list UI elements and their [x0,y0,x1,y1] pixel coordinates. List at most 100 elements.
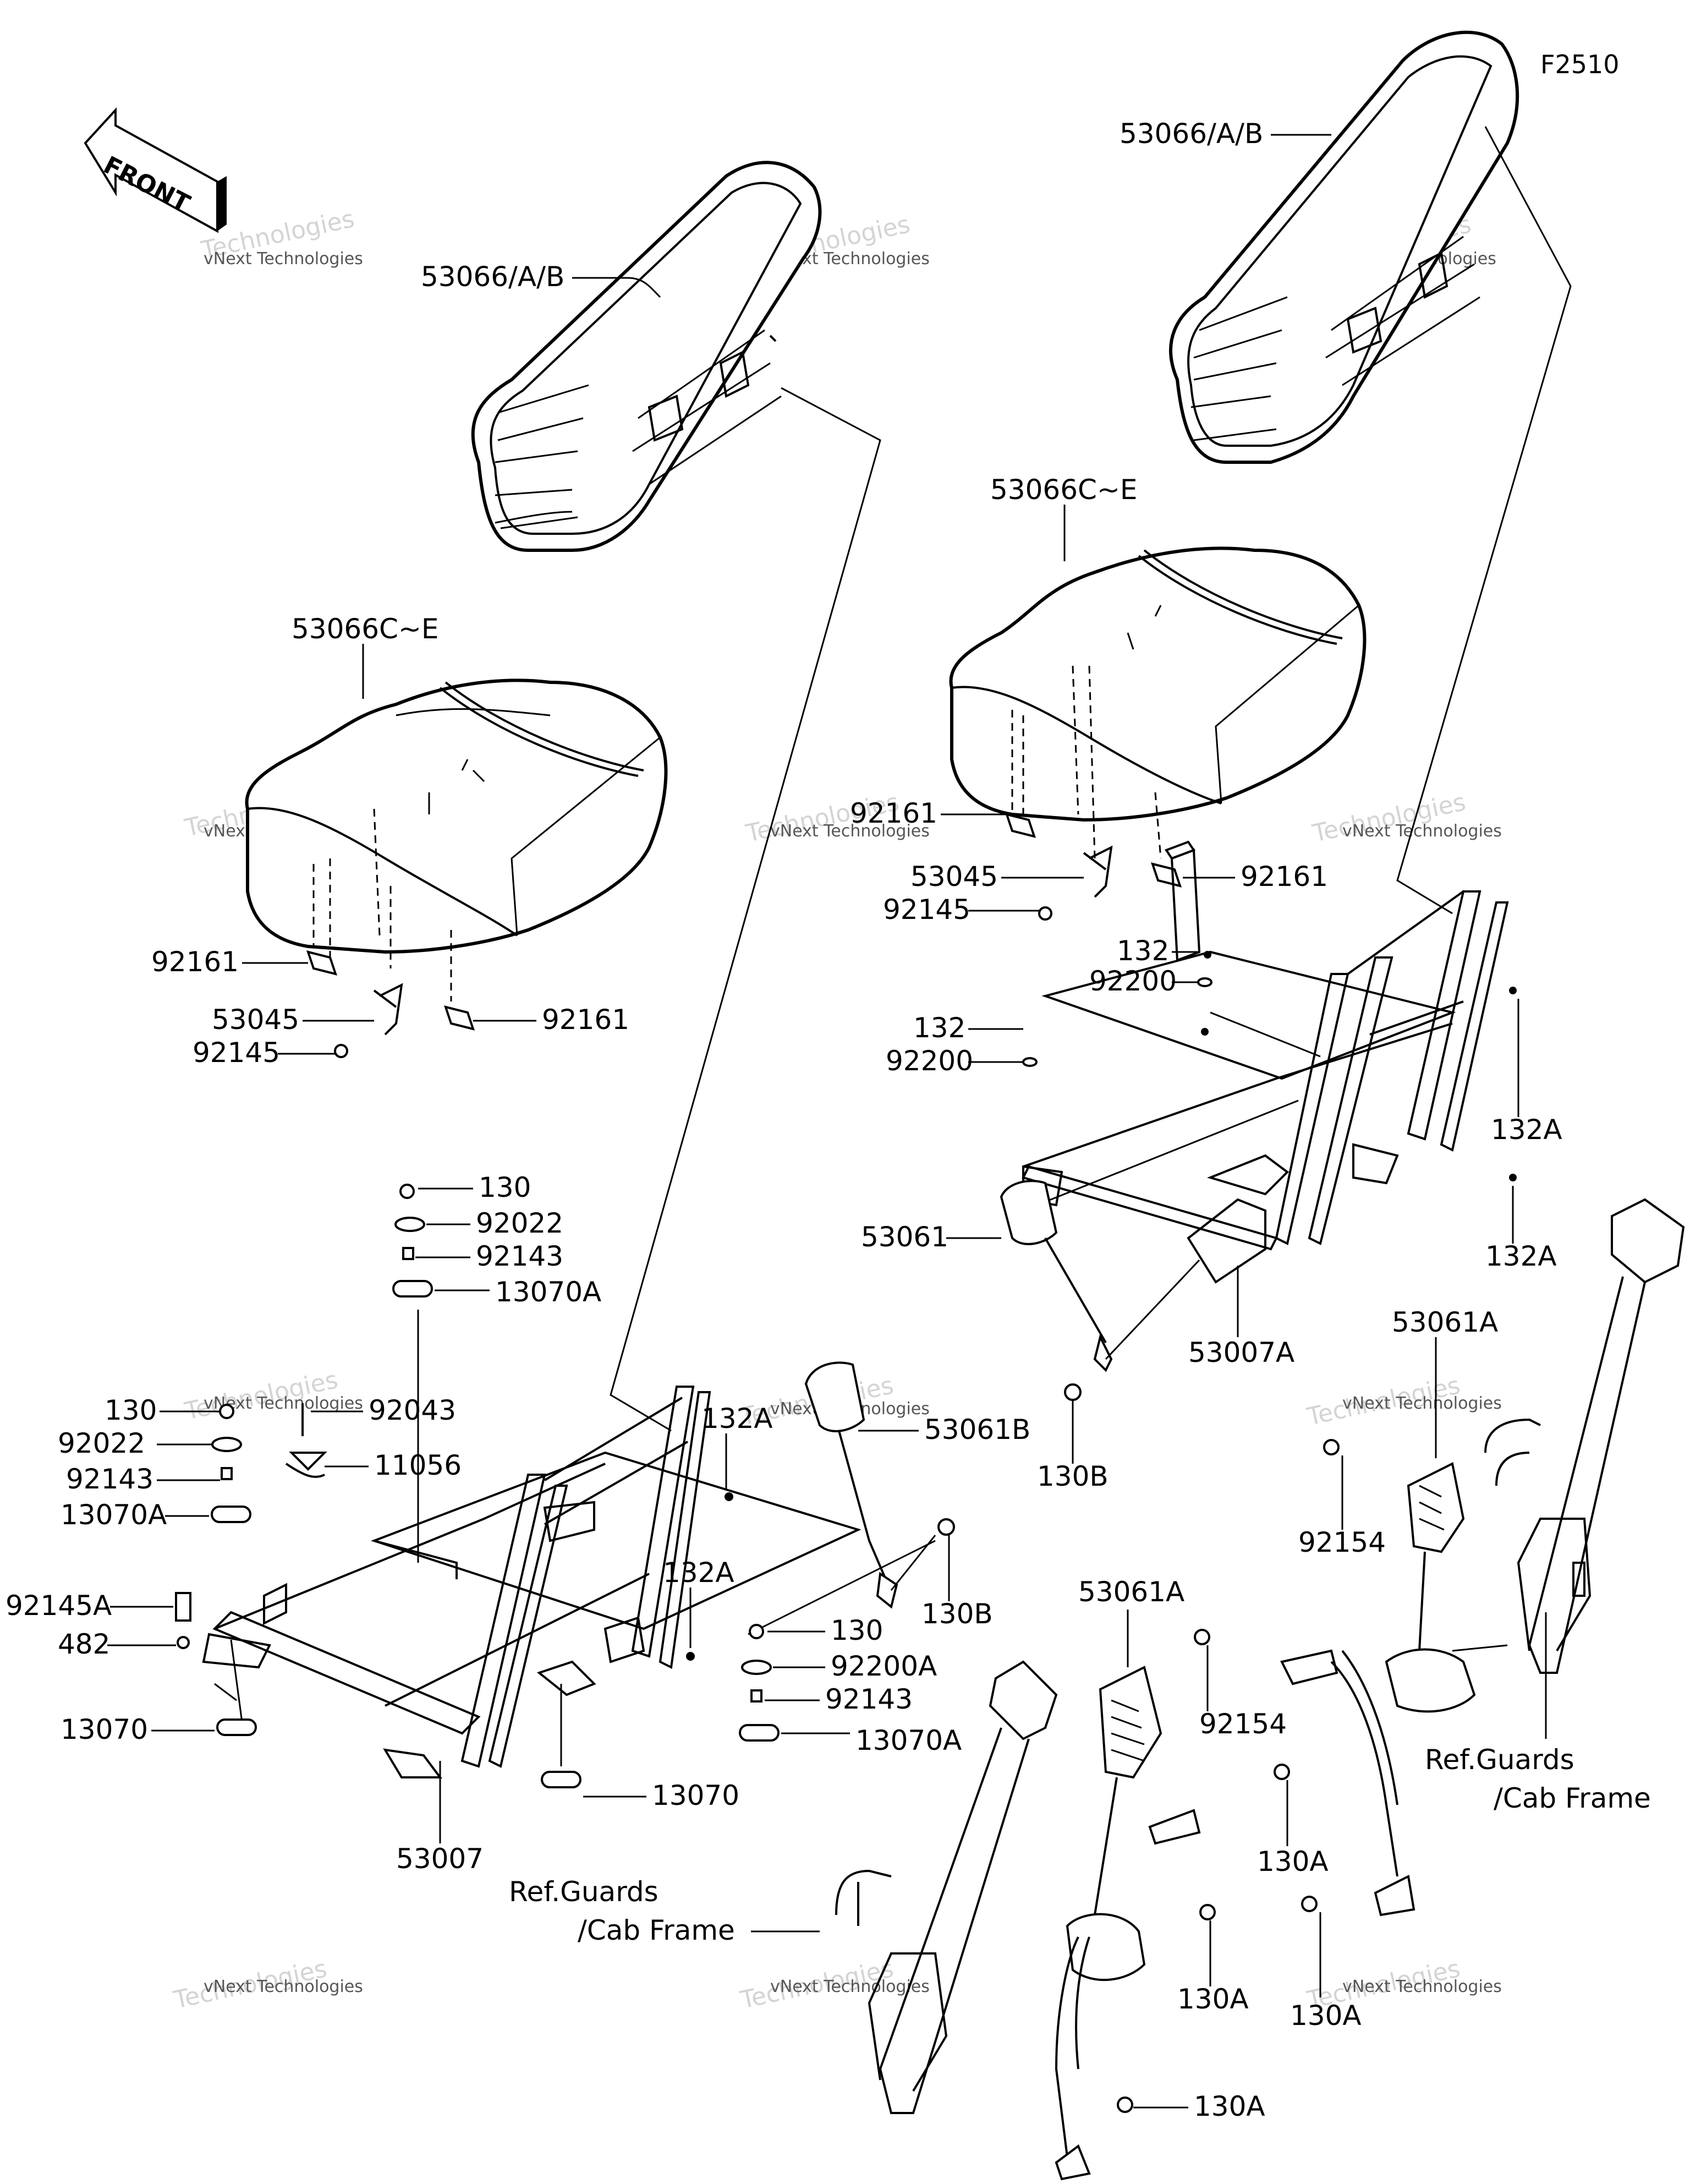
watermark-label: vNext Technologies [1342,822,1502,841]
watermark-label: vNext Technologies [770,822,930,841]
label-11056: 11056 [374,1449,462,1481]
part-13070A-grommet [392,1280,433,1298]
part-92143-collar [221,1467,233,1480]
part-130-bolt [399,1184,415,1199]
right-seat-frame [1022,840,1509,1284]
part-92043-pin [289,1403,327,1471]
label-ref-guards-m2: /Cab Frame [578,1914,735,1946]
label-53061A-m: 53061A [1078,1576,1184,1608]
part-92161-clip [443,1005,475,1031]
right-buckle-53061 [1000,1180,1113,1372]
label-92200-r2: 92200 [886,1045,973,1077]
part-92145-spring [1038,906,1052,921]
label-53007: 53007 [396,1843,484,1875]
label-53061A-r: 53061A [1392,1306,1498,1338]
right-cab-frame [1484,1198,1685,1674]
label-92161-l1: 92161 [151,946,239,978]
label-13070A-top: 13070A [495,1276,601,1308]
left-cushion [245,678,668,954]
label-ref-guards-r1: Ref.Guards [1425,1744,1574,1776]
part-92145-spring [334,1044,348,1058]
part-92154-bolt [1194,1629,1210,1645]
label-92200A: 92200A [831,1650,937,1682]
label-seatback-left: 53066/A/B [421,261,564,293]
part-130-bolt [219,1404,234,1419]
label-13070A-m: 13070A [855,1725,962,1756]
right-seatbelt-53061A [1280,1462,1508,1917]
label-92161-r2: 92161 [1241,861,1328,893]
label-53007A: 53007A [1188,1337,1294,1369]
right-cushion [949,546,1367,822]
label-92022-top: 92022 [476,1207,563,1239]
label-13070-l: 13070 [61,1714,148,1745]
part-130-bolt [749,1624,764,1639]
part-11056-bracket [285,1463,325,1478]
label-92200-r1: 92200 [1089,965,1177,997]
part-92143-collar [750,1689,762,1703]
label-130A-r1: 130A [1257,1846,1329,1878]
part-92022-washer [211,1437,242,1452]
part-92145A-spring [175,1592,191,1622]
part-92200-washer [1197,977,1212,987]
label-92161-l2: 92161 [542,1004,629,1036]
part-130A-bolt [1274,1764,1290,1780]
label-53045-l: 53045 [212,1004,299,1036]
part-13070A-grommet [739,1724,780,1742]
part-92161-clip [1005,813,1036,838]
part-92161-clip [306,950,338,976]
part-92143-collar [402,1247,414,1260]
label-130A-m1: 130A [1177,1983,1249,2015]
part-92154-bolt [1323,1439,1340,1455]
label-92145A: 92145A [6,1590,112,1622]
left-buckle-53061B [804,1361,898,1609]
label-cushion-left: 53066C~E [292,613,438,645]
label-92145-l: 92145 [193,1037,280,1069]
part-130B-bolt [937,1518,955,1536]
label-ref-guards-r2: /Cab Frame [1494,1782,1651,1814]
label-seatback-right: 53066/A/B [1120,118,1263,150]
label-53045-r: 53045 [910,861,998,893]
label-53061B: 53061B [924,1414,1030,1446]
label-92143-l: 92143 [66,1463,153,1495]
label-92154-r: 92154 [1298,1526,1386,1558]
middle-seatbelt-53061A [1055,1666,1201,2181]
label-cushion-right: 53066C~E [990,474,1137,506]
label-13070A-l: 13070A [61,1499,167,1531]
part-482-clip [177,1636,190,1649]
label-132A-l2: 132A [663,1557,734,1589]
watermark-label: vNext Technologies [204,249,363,269]
part-130B-bolt [1064,1383,1082,1401]
label-130B-m: 130B [921,1598,993,1630]
left-seat-frame [202,1386,862,1778]
label-92161-r1: 92161 [850,797,937,829]
label-92043: 92043 [369,1394,456,1426]
label-53061: 53061 [861,1221,948,1253]
label-132A-r1: 132A [1491,1114,1562,1146]
label-132-r1: 132 [1117,935,1169,967]
part-13070-grommet [216,1718,257,1736]
label-130A-m2: 130A [1194,2090,1265,2122]
label-130A-r2: 130A [1290,2000,1362,2032]
label-132-r2: 132 [913,1012,965,1044]
part-130A-bolt [1199,1904,1216,1920]
watermark-label: vNext Technologies [770,1977,930,1996]
watermark-label: vNext Technologies [1342,1977,1502,1996]
part-92200A-washer [741,1660,772,1675]
part-92200-washer [1022,1057,1038,1067]
part-13070A-grommet [211,1506,251,1523]
label-130-top: 130 [479,1172,531,1203]
label-132A-r2: 132A [1485,1240,1557,1272]
label-482: 482 [58,1628,110,1660]
label-ref-guards-m1: Ref.Guards [509,1876,659,1908]
label-92143-top: 92143 [476,1240,563,1272]
label-130-m: 130 [831,1614,883,1646]
right-seatback [1169,30,1519,464]
part-53045-bracket [1083,845,1113,898]
front-arrow-icon: FRONT [84,107,227,233]
label-130B-r: 130B [1037,1460,1109,1492]
watermark-label: vNext Technologies [204,1977,363,1996]
label-92022-l: 92022 [58,1427,145,1459]
left-seatback [471,161,822,552]
label-92143-m: 92143 [825,1683,913,1715]
